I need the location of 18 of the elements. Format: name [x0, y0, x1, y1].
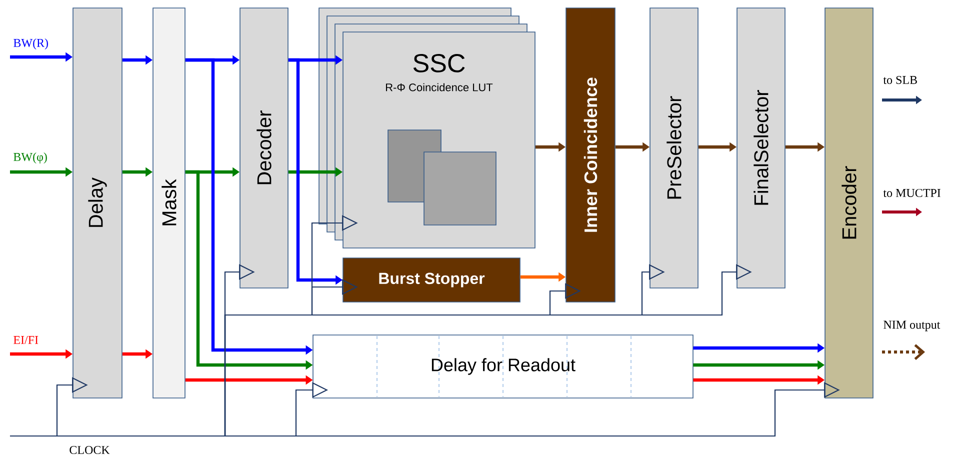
signal-label: BW(R) — [14, 38, 48, 50]
delay-block: Delay — [72, 8, 122, 398]
mask-block: Mask — [152, 8, 186, 398]
encoder-block: Encoder — [824, 8, 874, 398]
coincidence-block: Inner Coincidence — [566, 8, 616, 302]
decoder-block: Decoder — [240, 8, 288, 288]
readout-buffer: Delay for Readout — [312, 334, 694, 398]
burst-stopper-box: Burst Stopper — [342, 258, 520, 302]
output-label: to MUCTPI — [883, 188, 940, 198]
output-label: NIM output — [884, 320, 940, 332]
output-label: to SLB — [883, 76, 917, 84]
clock-line — [9, 382, 840, 437]
selector-block: FinalSelector — [736, 8, 786, 288]
selector-block: PreSelector — [650, 8, 698, 288]
signal-label: BW(φ) — [14, 152, 47, 164]
stacked-box: SSC R-Φ Coincidence LUT — [318, 8, 536, 248]
clock-label: CLOCK — [70, 446, 110, 454]
signal-label: EI/FI — [14, 336, 38, 344]
